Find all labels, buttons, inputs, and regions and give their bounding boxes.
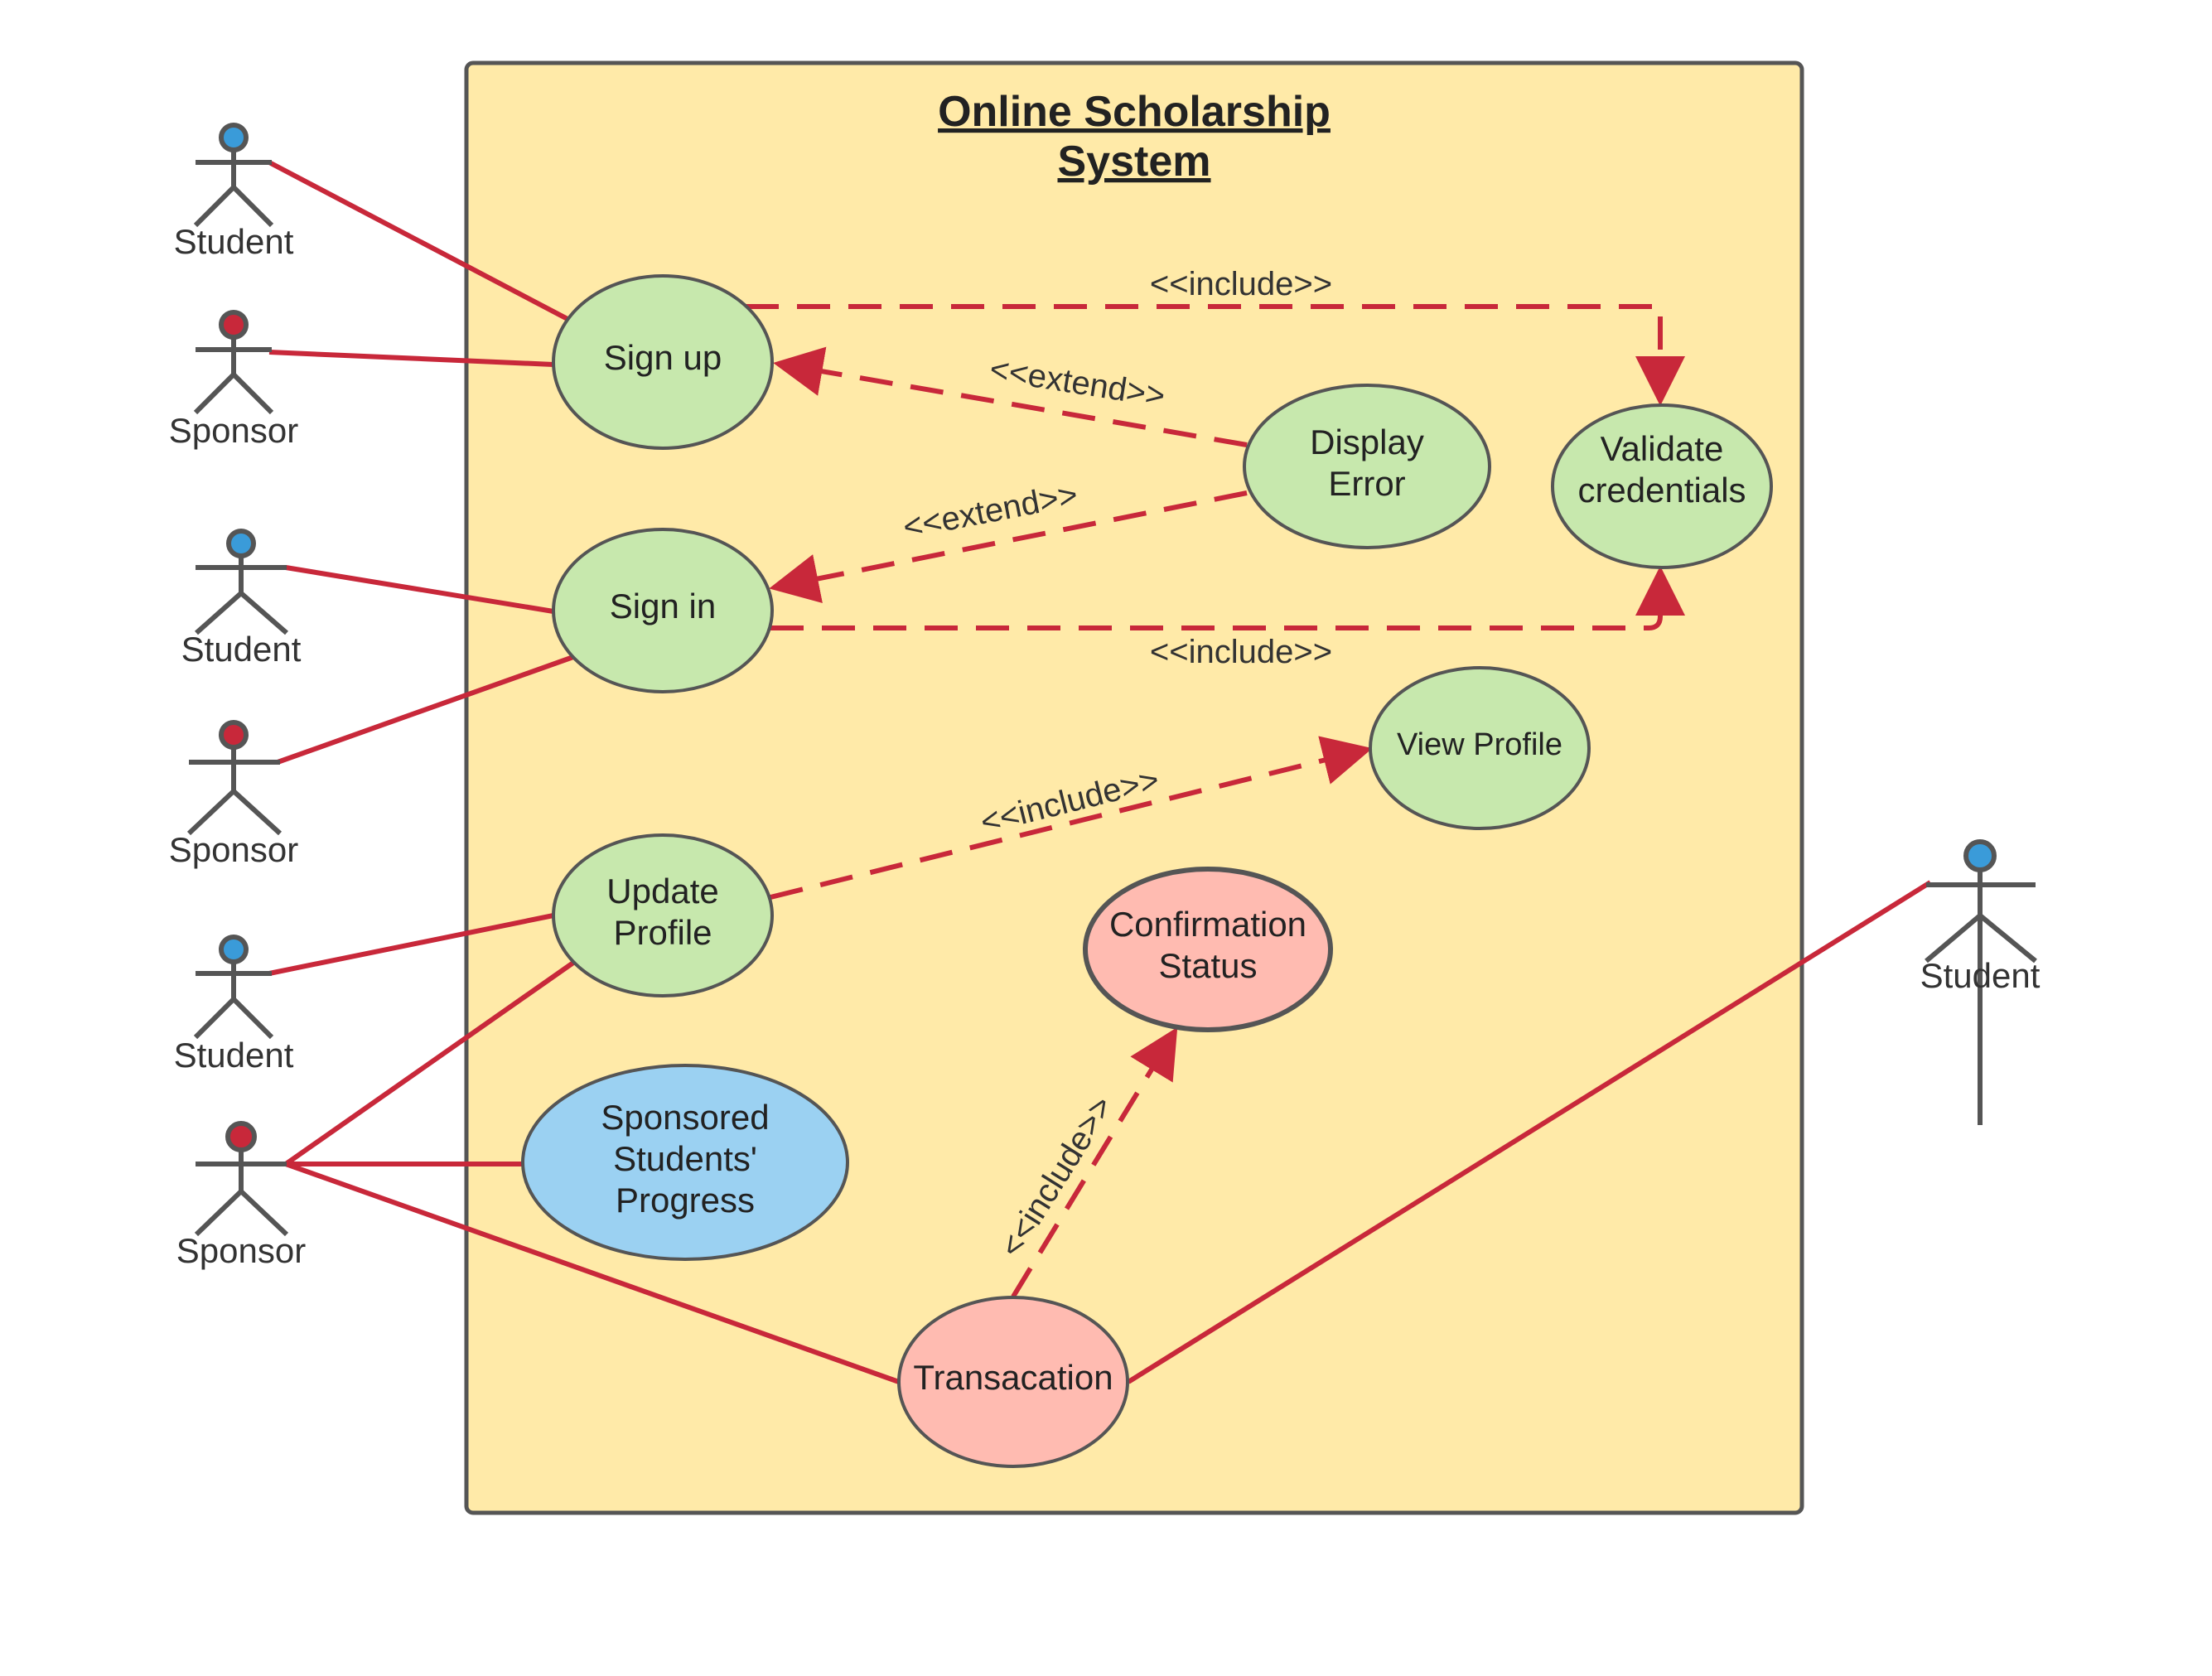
use-case-validate-credentials[interactable]: Validate credentials [1551,403,1773,569]
use-case-display-error-line1: Display [1310,423,1424,461]
actor-student-2-label: Student [181,630,302,669]
system-title-line1: Online Scholarship [938,88,1331,136]
assoc-student4-transaction [1127,880,1932,1384]
use-case-confirmation-line1: Confirmation [1109,905,1306,944]
actor-head [219,935,249,964]
actor-student-1-label: Student [174,222,294,261]
use-case-view-profile-label: View Profile [1397,727,1562,762]
use-case-confirmation-status[interactable]: Confirmation Status [1083,867,1333,1032]
actor-sponsor-1[interactable] [193,310,274,415]
dependencies [746,304,1685,1298]
assoc-sponsor3-transaction [284,1162,901,1384]
label-include-signin: <<include>> [1150,634,1332,670]
use-case-sponsored-line1: Sponsored [601,1098,769,1137]
use-case-transaction[interactable]: Transacation [897,1296,1129,1468]
system-title-line2: System [1058,138,1211,186]
assoc-sponsor3-update [284,960,575,1166]
include-signin-validate [770,566,1685,630]
actor-student-2[interactable] [195,529,288,635]
assoc-sponsor1-signup [268,350,554,367]
actor-head [219,720,249,750]
actor-head [219,123,249,152]
associations [268,160,1932,1384]
use-case-sponsored-progress[interactable]: Sponsored Students' Progress [521,1064,849,1261]
assoc-student1-signup [268,160,569,321]
label-include-signup: <<include>> [1150,266,1332,302]
use-case-validate-line1: Validate [1601,429,1724,468]
use-case-display-error[interactable]: Display Error [1243,384,1491,549]
use-case-update-profile[interactable]: Update Profile [552,833,774,997]
actor-student-1[interactable] [193,123,274,228]
assoc-student3-update [268,913,554,976]
use-case-transaction-label: Transacation [913,1358,1113,1397]
extend-error-signup [773,346,1248,447]
actor-head [1963,839,1997,872]
actor-sponsor-3-label: Sponsor [176,1231,306,1270]
actor-student-3[interactable] [193,935,274,1040]
use-case-sign-up-label: Sign up [604,338,722,377]
actor-head [219,310,249,340]
use-case-display-error-line2: Error [1328,464,1405,503]
actor-sponsor-2[interactable] [186,720,283,836]
actor-sponsor-3[interactable] [194,1121,289,1237]
extend-error-signin [769,490,1248,604]
use-case-update-profile-line1: Update [606,872,718,910]
assoc-sponsor2-signin [276,654,575,765]
actor-student-4[interactable] [1925,839,2037,1125]
use-case-view-profile[interactable]: View Profile [1369,666,1591,830]
actor-student-3-label: Student [174,1036,294,1075]
use-case-update-profile-line2: Profile [613,913,712,952]
actor-head [225,1121,257,1152]
use-case-sign-in[interactable]: Sign in [552,528,774,693]
use-case-sign-up[interactable]: Sign up [552,274,774,450]
use-case-sponsored-line2: Students' [613,1139,757,1178]
use-case-sign-in-label: Sign in [610,587,716,625]
use-case-confirmation-line2: Status [1158,946,1257,985]
actor-student-4-label: Student [1920,956,2041,995]
actor-sponsor-1-label: Sponsor [169,411,298,450]
assoc-student2-signin [285,565,554,614]
use-case-validate-line2: credentials [1577,471,1746,510]
use-case-sponsored-line3: Progress [616,1181,755,1220]
actor-head [226,529,256,558]
actor-sponsor-2-label: Sponsor [169,830,298,869]
